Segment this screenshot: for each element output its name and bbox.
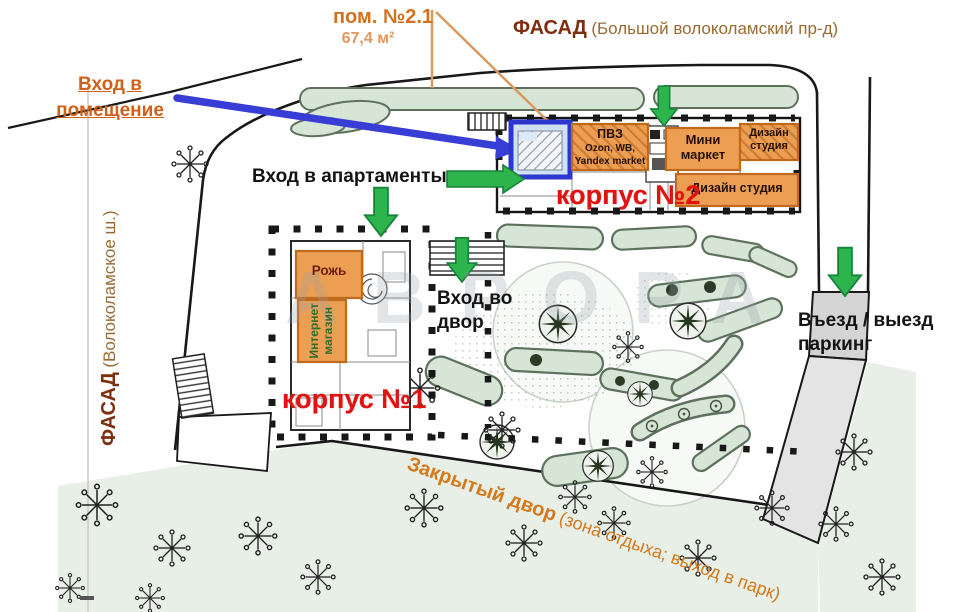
blue-entrance-arrow-icon — [173, 94, 520, 159]
tree-canopy-icon — [582, 450, 614, 482]
green-arrow-right-icon — [446, 163, 526, 195]
korpus2-label: корпус №2 — [556, 180, 701, 210]
tree-icon — [171, 145, 209, 183]
room-label-design-studio-bottom: Дизайн студия — [691, 181, 783, 195]
tree-icon — [835, 433, 873, 471]
room-label-pvz-title: ПВЗ — [597, 127, 623, 141]
facade-top-title: ФАСАД — [513, 17, 587, 39]
annotation-lines — [430, 10, 561, 134]
green-arrow-down-icon — [363, 186, 399, 237]
green-arrows — [363, 85, 863, 297]
room-label-pvz-detail: Ozon, WB, Yandex market — [574, 143, 646, 167]
tree-icon — [863, 558, 901, 596]
facade-left-label: ФАСАД (Волоколамское ш.) — [97, 210, 122, 446]
korpus1-label: корпус №1 — [282, 384, 427, 414]
room-label-mini-market: Мини маркет — [680, 132, 726, 162]
entrance-apartments-label: Вход в апартаменты — [252, 166, 447, 187]
facade-left-title: ФАСАД — [98, 372, 120, 446]
tree-icon — [153, 529, 191, 567]
entrance-yard-label: Вход во двор — [437, 288, 513, 333]
room-rozh — [294, 249, 364, 300]
facade-top-street: (Большой волоколамский пр-д) — [591, 19, 839, 38]
unit-2-1-highlight — [508, 119, 573, 180]
entrance-room-label: Вход в помещение — [56, 74, 164, 121]
room-label-internet-shop: Интернет магазин — [307, 303, 335, 359]
tree-icon — [818, 506, 854, 542]
room-label-pvz: ПВЗ Ozon, WB, Yandex market — [571, 127, 649, 168]
room-label-rozh: Рожь — [311, 263, 347, 278]
tree-icon — [300, 559, 336, 595]
tree-icon — [75, 483, 119, 527]
tree-icon — [636, 456, 668, 488]
stairs-icon — [171, 353, 215, 419]
colonnade-rows — [437, 232, 811, 456]
unit-number-label: пом. №2.1 — [332, 6, 433, 28]
tenant-rooms — [294, 122, 800, 364]
parking-ramp — [761, 291, 871, 545]
facade-top-label: ФАСАД (Большой волоколамский пр-д) — [513, 16, 838, 41]
tree-icon — [238, 516, 278, 556]
room-internet-shop — [296, 298, 348, 364]
parking-entrance-label: Въезд / выезд паркинг — [798, 310, 934, 355]
green-arrow-down-icon — [827, 246, 863, 297]
scan-mark — [80, 596, 94, 600]
unit-area-label: 67,4 м² — [341, 30, 395, 47]
tree-icon — [754, 490, 790, 526]
park-green-areas — [58, 362, 916, 612]
stairs-icon — [467, 112, 507, 131]
watermark: АВРОРА — [285, 256, 799, 339]
facade-left-street: (Волоколамское ш.) — [100, 210, 119, 368]
tree-icon — [404, 488, 444, 528]
room-design-studio-bottom — [674, 172, 800, 208]
tree-icon — [135, 583, 165, 612]
tree-icon — [483, 411, 521, 449]
tree-canopy-icon — [627, 381, 653, 407]
courtyard-hedges — [424, 223, 798, 487]
tree-icon — [505, 524, 543, 562]
site-boundary — [7, 57, 872, 612]
room-label-design-studio-top: Дизайн студия — [749, 127, 789, 153]
